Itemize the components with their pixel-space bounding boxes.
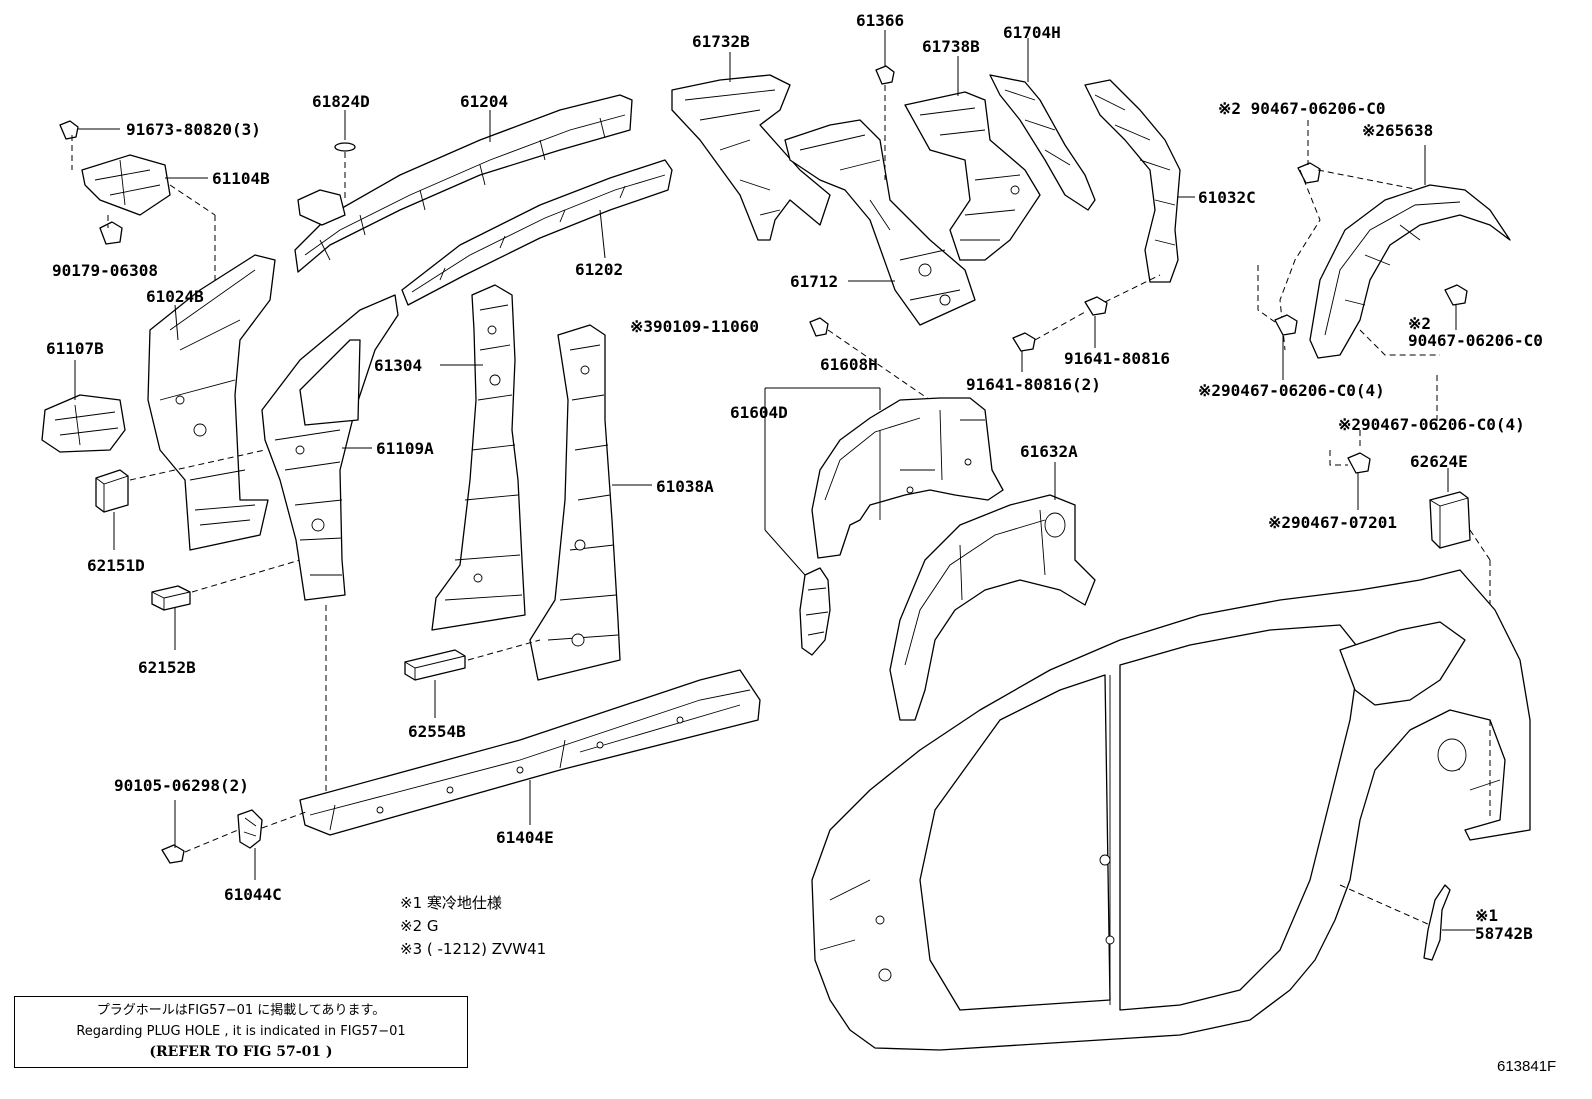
- label-61738b: 61738B: [922, 37, 980, 56]
- reference-line-jp: プラグホールはFIG57−01 に掲載してあります。: [96, 1003, 386, 1018]
- part-61738b: [904, 56, 1041, 261]
- part-58742b: [1339, 884, 1475, 961]
- clip-61366: [875, 30, 895, 180]
- reference-line-en: Regarding PLUG HOLE , it is indicated in…: [76, 1024, 406, 1039]
- label-61704h: 61704H: [1003, 23, 1061, 42]
- part-61604d: [764, 388, 831, 656]
- label-90179: 90179-06308: [52, 261, 158, 280]
- label-61104b: 61104B: [212, 169, 270, 188]
- clip-90467-c: [1257, 265, 1298, 380]
- clip-90467-e: [1329, 430, 1371, 510]
- part-61038a: [529, 324, 652, 681]
- part-62554b: [404, 639, 541, 718]
- part-61632a: [889, 462, 1096, 721]
- label-62152b: 62152B: [138, 658, 196, 677]
- label-61304: 61304: [374, 356, 422, 375]
- clip-90179: [99, 215, 123, 245]
- figure-id: 613841F: [1497, 1058, 1557, 1075]
- part-65638: [1309, 145, 1511, 359]
- bolt-90109: [809, 317, 931, 401]
- label-61608h: 61608H: [820, 355, 878, 374]
- label-61038a: 61038A: [656, 477, 714, 496]
- part-61104b: [81, 154, 208, 216]
- part-61109a: [261, 294, 399, 601]
- label-90467-b: 90467-06206-C0: [1408, 331, 1543, 350]
- label-61732b: 61732B: [692, 32, 750, 51]
- part-61032c: [1084, 79, 1195, 283]
- label-90467-e: ※290467-07201: [1268, 513, 1397, 532]
- label-65638: ※265638: [1362, 121, 1433, 140]
- label-90105: 90105-06298(2): [114, 776, 249, 795]
- part-61404e: [299, 669, 761, 836]
- label-91641-a: 91641-80816: [1064, 349, 1170, 368]
- label-90467-c: ※290467-06206-C0(4): [1198, 381, 1385, 400]
- label-61824d: 61824D: [312, 92, 370, 111]
- bolt-91641-a: [1084, 274, 1161, 348]
- part-61304: [431, 284, 526, 631]
- label-61024b: 61024B: [146, 287, 204, 306]
- label-62554b: 62554B: [408, 722, 466, 741]
- label-61202: 61202: [575, 260, 623, 279]
- label-90109: ※390109-11060: [630, 317, 759, 336]
- label-61107b: 61107B: [46, 339, 104, 358]
- part-61712: [784, 119, 976, 326]
- bolt-91641-b: [1012, 311, 1086, 372]
- note-2: ※2 G: [400, 917, 439, 935]
- label-61109a: 61109A: [376, 439, 434, 458]
- clip-90467-b: [1359, 284, 1468, 356]
- label-61044c: 61044C: [224, 885, 282, 904]
- label-91641-b: 91641-80816(2): [966, 375, 1101, 394]
- label-90467-b-mark: ※2: [1408, 314, 1431, 333]
- label-61404e: 61404E: [496, 828, 554, 847]
- note-3: ※3 ( -1212) ZVW41: [400, 940, 546, 958]
- reference-box: プラグホールはFIG57−01 に掲載してあります。 Regarding PLU…: [14, 996, 468, 1068]
- part-61202: [401, 159, 673, 306]
- part-61107b: [41, 360, 126, 453]
- part-61044c: [237, 809, 307, 880]
- part-61024b: [147, 254, 276, 551]
- part-61608h: [765, 387, 1004, 559]
- part-61732b: [671, 52, 831, 241]
- reference-line-refer: (REFER TO FIG 57-01 ): [149, 1044, 333, 1060]
- label-58742b-mark: ※1: [1475, 906, 1498, 925]
- label-61632a: 61632A: [1020, 442, 1078, 461]
- part-62151d: [95, 449, 266, 550]
- part-61204: [294, 94, 633, 273]
- label-61712: 61712: [790, 272, 838, 291]
- label-61032c: 61032C: [1198, 188, 1256, 207]
- bolt-90105: [161, 800, 239, 864]
- label-62151d: 62151D: [87, 556, 145, 575]
- note-1: ※1 寒冷地仕様: [400, 894, 502, 912]
- part-body-side-outer: [811, 569, 1531, 1051]
- label-61604d: 61604D: [730, 403, 788, 422]
- label-90467-a: ※2 90467-06206-C0: [1218, 99, 1386, 118]
- label-90467-d: ※290467-06206-C0(4): [1338, 415, 1525, 434]
- bolt-91673: [59, 120, 120, 140]
- label-62624e: 62624E: [1410, 452, 1468, 471]
- part-62152b: [151, 559, 301, 650]
- label-61204: 61204: [460, 92, 508, 111]
- part-61704h: [989, 38, 1096, 211]
- label-91673: 91673-80820(3): [126, 120, 261, 139]
- label-58742b: 58742B: [1475, 924, 1533, 943]
- label-61366: 61366: [856, 11, 904, 30]
